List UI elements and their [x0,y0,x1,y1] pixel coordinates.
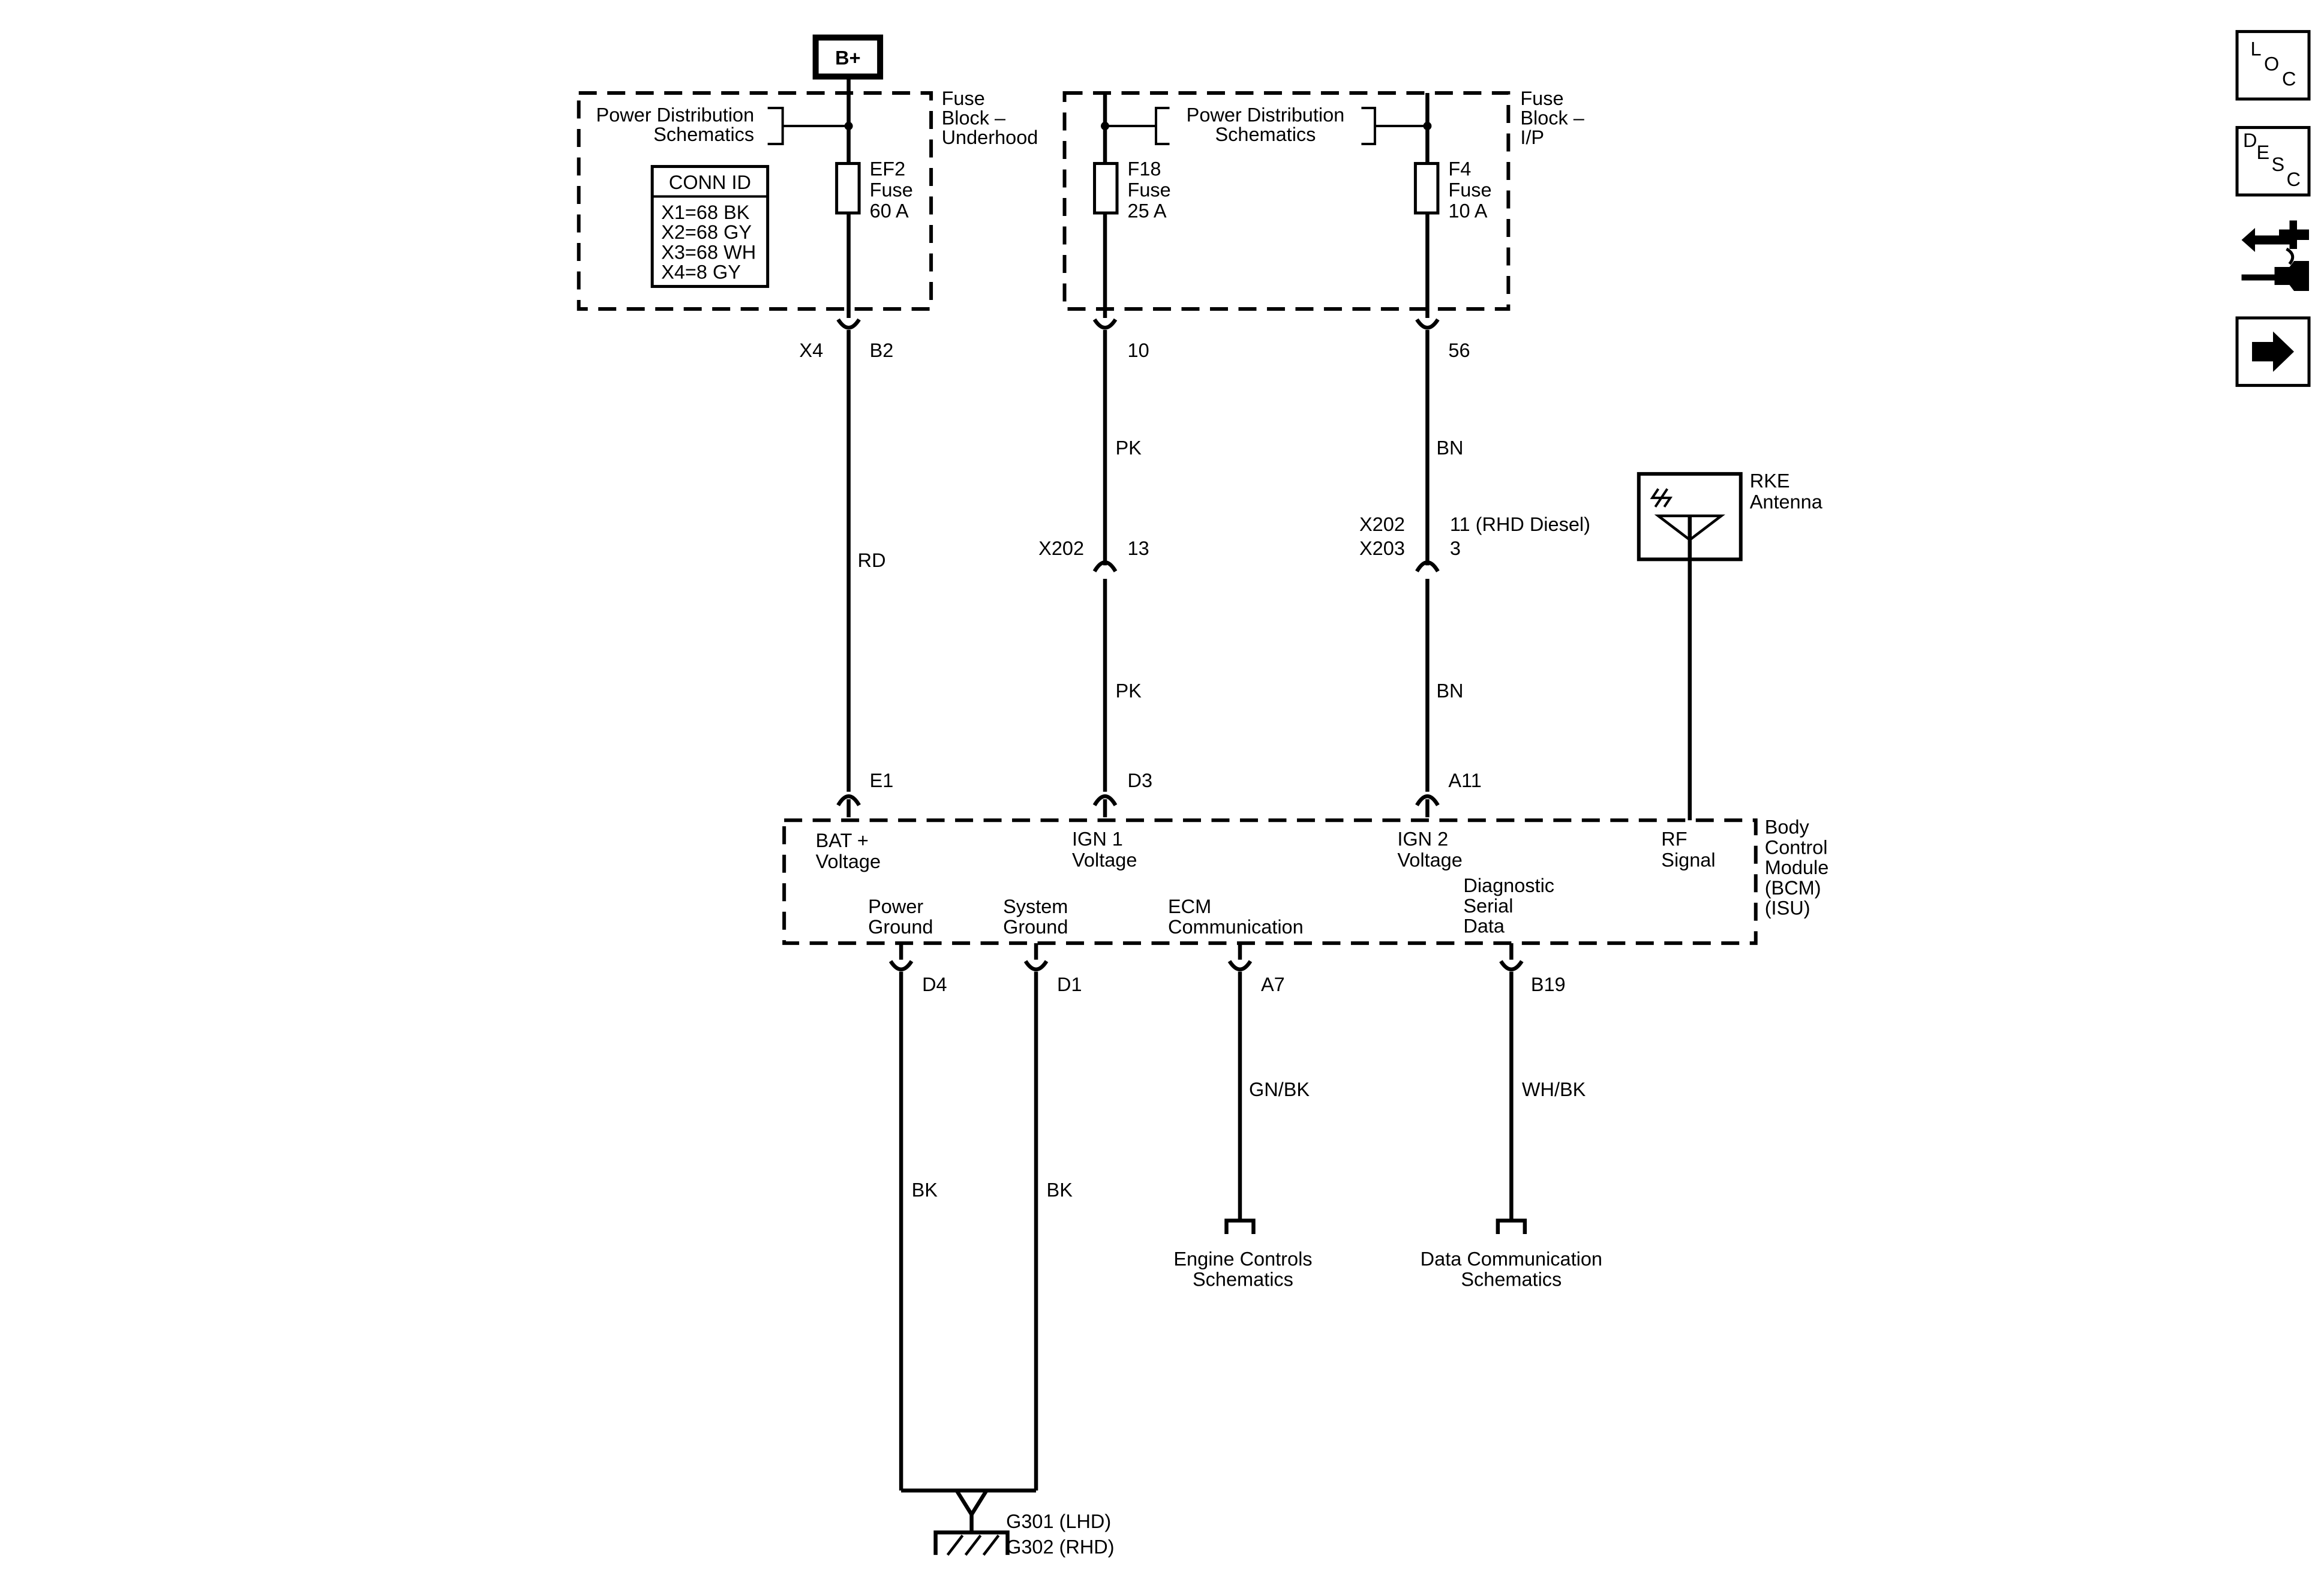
fuse-ef2 [835,162,861,215]
svg-text:BK: BK [1047,1179,1073,1201]
fuse-f4 [1413,162,1440,215]
svg-text:X4: X4 [799,340,823,361]
svg-text:X202: X202 [1038,538,1084,559]
svg-text:GN/BK: GN/BK [1249,1079,1310,1100]
wire-bat-plus: X4 B2 RD E1 [799,76,894,818]
power-source-b-plus: B+ [812,34,884,80]
svg-text:11 (RHD Diesel)3: 11 (RHD Diesel)3 [1450,514,1590,559]
svg-text:E1: E1 [870,770,894,791]
svg-text:L: L [2251,38,2262,60]
svg-text:D: D [2243,130,2257,151]
svg-text:10: 10 [1128,340,1149,361]
svg-text:BK: BK [912,1179,938,1201]
svg-text:WH/BK: WH/BK [1522,1079,1586,1100]
svg-text:B2: B2 [870,340,894,361]
svg-text:B+: B+ [835,47,860,69]
svg-text:G301 (LHD)G302 (RHD): G301 (LHD)G302 (RHD) [1006,1511,1115,1557]
connector-icon[interactable] [2241,220,2310,291]
svg-text:A7: A7 [1261,974,1285,995]
fuse-f18 [1093,162,1119,215]
svg-text:C: C [2287,169,2301,190]
svg-text:S: S [2272,154,2285,175]
loc-button[interactable]: L O C [2235,30,2311,101]
svg-text:A11: A11 [1448,770,1481,791]
ground-g301-g302: G301 (LHD)G302 (RHD) [901,1488,1115,1557]
svg-text:BN: BN [1436,437,1463,458]
rf-signal-icon [1650,488,1673,508]
svg-text:PK: PK [1116,680,1142,701]
svg-text:BN: BN [1436,680,1463,701]
svg-text:B19: B19 [1531,974,1566,995]
arrow-right-icon[interactable] [2235,316,2311,387]
svg-text:BAT +Voltage: BAT +Voltage [816,830,881,872]
wire-system-ground: D1 BK [1023,943,1082,1491]
wire-ign1: 10 PK X202 13 PK D3 [1038,93,1153,818]
svg-text:E: E [2257,142,2270,163]
svg-text:RD: RD [858,550,886,571]
svg-text:56: 56 [1448,340,1470,361]
svg-text:PK: PK [1116,437,1142,458]
svg-text:D1: D1 [1057,974,1082,995]
svg-text:D3: D3 [1128,770,1153,791]
desc-button[interactable]: D E S C [2235,126,2311,197]
svg-text:C: C [2282,68,2296,90]
svg-text:O: O [2264,53,2279,75]
svg-text:D4: D4 [922,974,947,995]
svg-text:CONN ID: CONN ID [669,172,751,193]
svg-text:13: 13 [1128,538,1149,559]
wire-power-ground: D4 BK [888,943,947,1491]
